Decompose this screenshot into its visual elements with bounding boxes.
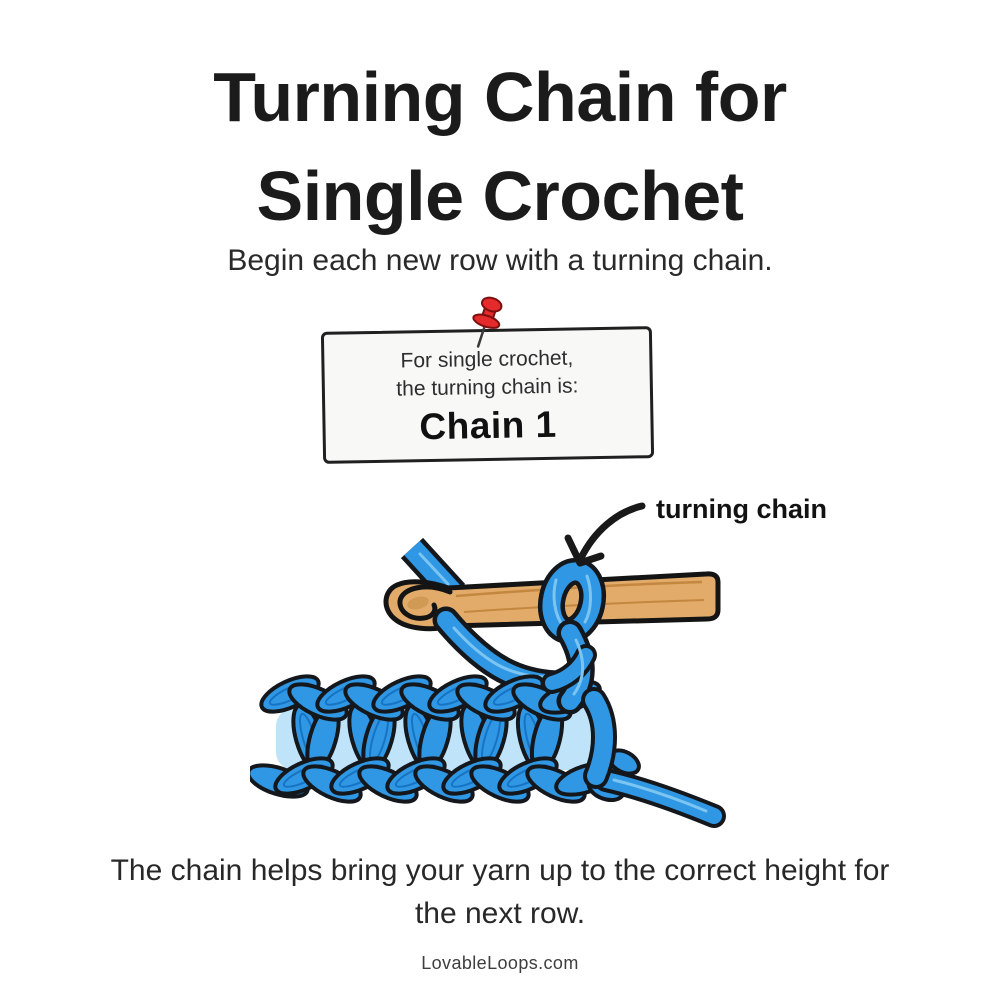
page-title-line1: Turning Chain for xyxy=(213,58,787,136)
yarn-strand-swoop xyxy=(432,606,570,698)
page-title-line2: Single Crochet xyxy=(256,157,744,235)
caption-text: The chain helps bring your yarn up to th… xyxy=(110,854,890,930)
footer-site: LovableLoops.com xyxy=(421,953,579,973)
caption: The chain helps bring your yarn up to th… xyxy=(0,849,1000,935)
stitch-row xyxy=(250,674,726,828)
note-chain-value: Chain 1 xyxy=(419,403,557,448)
bottom-braid xyxy=(250,756,618,804)
note-line-2: the turning chain is: xyxy=(396,374,579,401)
pushpin-icon xyxy=(472,296,503,348)
yarn-knot xyxy=(541,619,617,789)
page-title: Turning Chain for Single Crochet xyxy=(0,48,1000,246)
arrow-icon xyxy=(564,502,646,567)
turning-chain-label: turning chain xyxy=(656,494,827,524)
crochet-illustration xyxy=(250,502,726,828)
subtitle: Begin each new row with a turning chain. xyxy=(227,244,773,277)
